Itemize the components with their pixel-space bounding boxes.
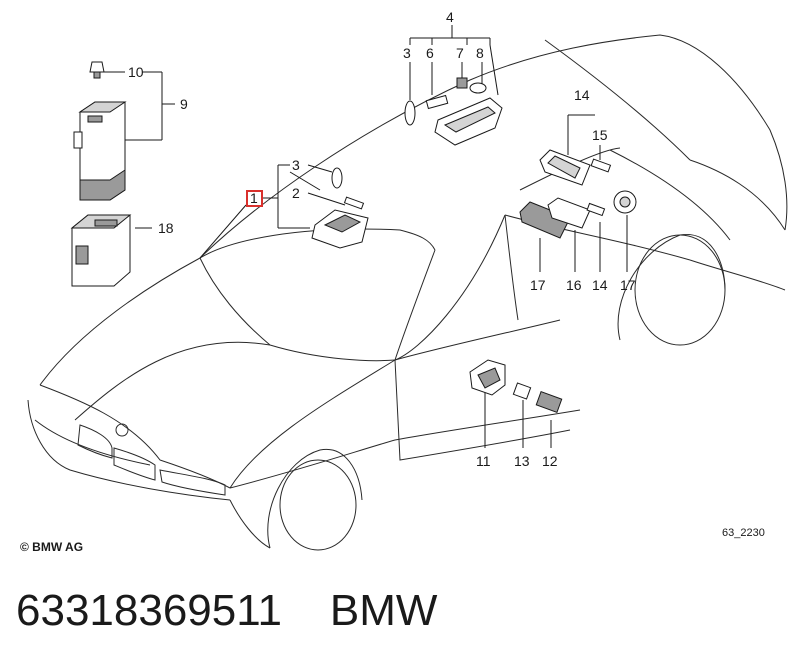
- callout-4: 4: [446, 9, 454, 25]
- part-10-11-12-door-light: [469, 359, 563, 413]
- callout-9: 10: [128, 64, 144, 80]
- callout-3-top: 3: [403, 45, 411, 61]
- callout-5: 6: [426, 45, 434, 61]
- callout-11: 12: [542, 453, 558, 469]
- part-4-overhead-console: [404, 77, 503, 146]
- drawing-reference: 63_2230: [722, 527, 765, 539]
- callout-16: 17: [530, 277, 546, 293]
- callout-1: 1: [250, 190, 258, 206]
- callout-14-top: 15: [592, 127, 608, 143]
- callout-18: 18: [158, 220, 174, 236]
- callout-13: 14: [574, 87, 590, 103]
- callout-14: 14: [592, 277, 608, 293]
- callout-15: 16: [566, 277, 582, 293]
- part-17-grommet: [613, 190, 637, 214]
- part-15-16-lamp: [519, 197, 606, 239]
- callout-10: 11: [476, 453, 491, 469]
- callout-17: 17: [620, 277, 636, 293]
- part-number: 63318369511: [16, 586, 282, 635]
- part-8-housing: [73, 101, 127, 201]
- callout-6: 7: [456, 45, 464, 61]
- callout-labels: 4 3 6 7 8 10 9 18 3 2 1 14 15 17 16 14 1…: [128, 9, 636, 469]
- selected-callout-highlight[interactable]: [246, 190, 263, 207]
- parts-diagram: 4 3 6 7 8 10 9 18 3 2 1 14 15 17 16 14 1…: [27, 9, 788, 551]
- part-18-light: [70, 214, 132, 287]
- car-outline: [27, 34, 788, 551]
- copyright-notice: © BMW AG: [20, 540, 84, 554]
- part-footer: 63318369511 BMW: [16, 586, 786, 636]
- callout-3: 3: [292, 157, 300, 173]
- part-13-14-lamp: [539, 149, 612, 186]
- callout-7: 8: [476, 45, 484, 61]
- callout-8: 9: [180, 96, 188, 112]
- callout-12: 13: [514, 453, 530, 469]
- brand-name: BMW: [329, 586, 438, 635]
- part-9-bulb: [89, 61, 105, 79]
- leader-lines: [102, 25, 628, 448]
- part-2-3-interior-light: [311, 167, 369, 249]
- callout-2: 2: [292, 185, 300, 201]
